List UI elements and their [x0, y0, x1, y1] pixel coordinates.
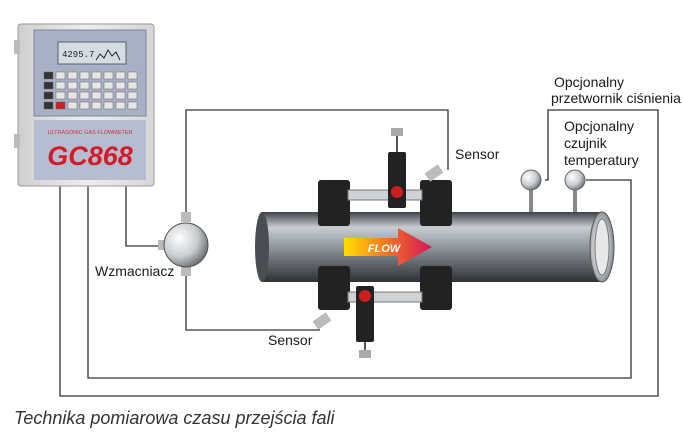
sensor-housing-bottom	[356, 286, 374, 342]
sensor-bottom-cap	[359, 350, 371, 358]
label-temp-line1: Opcjonalny	[564, 118, 634, 134]
keypad-key[interactable]	[67, 91, 78, 100]
keypad-key[interactable]	[79, 81, 90, 90]
flange-bottom-right	[420, 266, 452, 310]
label-sensor-top: Sensor	[455, 146, 500, 162]
keypad-key[interactable]	[79, 101, 90, 110]
optional-instruments	[520, 169, 586, 212]
amplifier-body	[163, 222, 209, 268]
pipe-left-end	[255, 212, 269, 282]
amplifier-gland-bottom	[181, 266, 191, 276]
sensor-housing-top	[388, 152, 406, 208]
labels: Sensor Sensor Wzmacniacz Opcjonalny prze…	[95, 74, 681, 348]
amplifier-gland-left	[158, 240, 168, 250]
device-model: GC868	[47, 141, 133, 171]
wire-device-to-temp	[87, 179, 632, 379]
wire-amp-to-bottom-sensor	[185, 270, 320, 331]
wiring	[59, 109, 659, 397]
device-hinge-top	[14, 40, 20, 54]
wire-device-to-pressure	[59, 109, 659, 397]
keypad-key[interactable]	[91, 91, 102, 100]
device-lower-panel	[34, 120, 146, 180]
flow-arrow-shape	[344, 228, 432, 266]
keypad-key[interactable]	[103, 101, 114, 110]
keypad-key[interactable]	[127, 71, 138, 80]
keypad-key[interactable]	[127, 81, 138, 90]
spool-bottom	[347, 291, 423, 303]
amplifier-gland-top	[181, 212, 191, 222]
label-sensor-bottom: Sensor	[268, 332, 313, 348]
sensor-mount	[312, 128, 452, 358]
keypad-key[interactable]	[67, 71, 78, 80]
display-value: 4295.7	[62, 50, 94, 60]
keypad-key[interactable]	[115, 91, 126, 100]
label-temp-line2: czujnik	[564, 135, 608, 151]
device-display	[57, 41, 127, 65]
device-keypad	[43, 71, 138, 110]
keypad-key[interactable]	[115, 101, 126, 110]
keypad-key[interactable]	[91, 101, 102, 110]
amplifier-box	[158, 212, 209, 276]
wire-amp-to-top-sensor	[185, 109, 449, 220]
flange-top-right	[420, 180, 452, 226]
keypad-key[interactable]	[79, 71, 90, 80]
label-amplifier: Wzmacniacz	[95, 263, 174, 279]
pressure-transmitter	[520, 169, 542, 191]
label-pressure-line2: przetwornik ciśnienia	[551, 90, 681, 106]
keypad-key[interactable]	[103, 81, 114, 90]
keypad-key[interactable]	[43, 81, 54, 90]
keypad-key[interactable]	[55, 71, 66, 80]
label-temp-line3: temperatury	[564, 152, 639, 168]
sensor-bottom-cable-gland	[312, 312, 332, 330]
label-pressure-line1: Opcjonalny	[554, 74, 624, 90]
spool-top	[347, 189, 423, 201]
keypad-key[interactable]	[103, 91, 114, 100]
keypad-key[interactable]	[43, 71, 54, 80]
flowmeter-device: 4295.7 ULTRASONIC GAS FLOWMETER GC868	[14, 23, 155, 187]
keypad-key[interactable]	[91, 71, 102, 80]
wire-device-to-amp	[125, 185, 160, 247]
keypad-key[interactable]	[127, 101, 138, 110]
caption: Technika pomiarowa czasu przejścia fali	[14, 408, 335, 428]
device-brand-line: ULTRASONIC GAS FLOWMETER	[48, 130, 133, 136]
temperature-sensor	[564, 169, 586, 191]
keypad-key[interactable]	[79, 91, 90, 100]
flow-arrow: FLOW	[344, 228, 432, 266]
keypad-key[interactable]	[55, 81, 66, 90]
sensor-top-cable-gland	[424, 164, 444, 182]
flange-bottom-left	[318, 266, 350, 310]
display-waveform	[95, 49, 121, 61]
flange-top-left	[318, 180, 350, 226]
device-hinge-bottom	[14, 134, 20, 148]
keypad-key[interactable]	[91, 81, 102, 90]
keypad-key[interactable]	[67, 101, 78, 110]
flow-label: FLOW	[368, 243, 402, 255]
keypad-key[interactable]	[115, 71, 126, 80]
sensor-top-indicator	[391, 186, 403, 198]
keypad-key[interactable]	[115, 81, 126, 90]
pipe-opening	[594, 218, 610, 276]
keypad-key[interactable]	[67, 81, 78, 90]
keypad-key[interactable]	[127, 91, 138, 100]
keypad-key[interactable]	[43, 101, 54, 110]
keypad-key[interactable]	[55, 91, 66, 100]
keypad-key[interactable]	[103, 71, 114, 80]
keypad-key[interactable]	[43, 91, 54, 100]
keypad-key[interactable]	[55, 101, 66, 110]
sensor-top-cap	[391, 128, 403, 136]
sensor-bottom-indicator	[359, 290, 371, 302]
